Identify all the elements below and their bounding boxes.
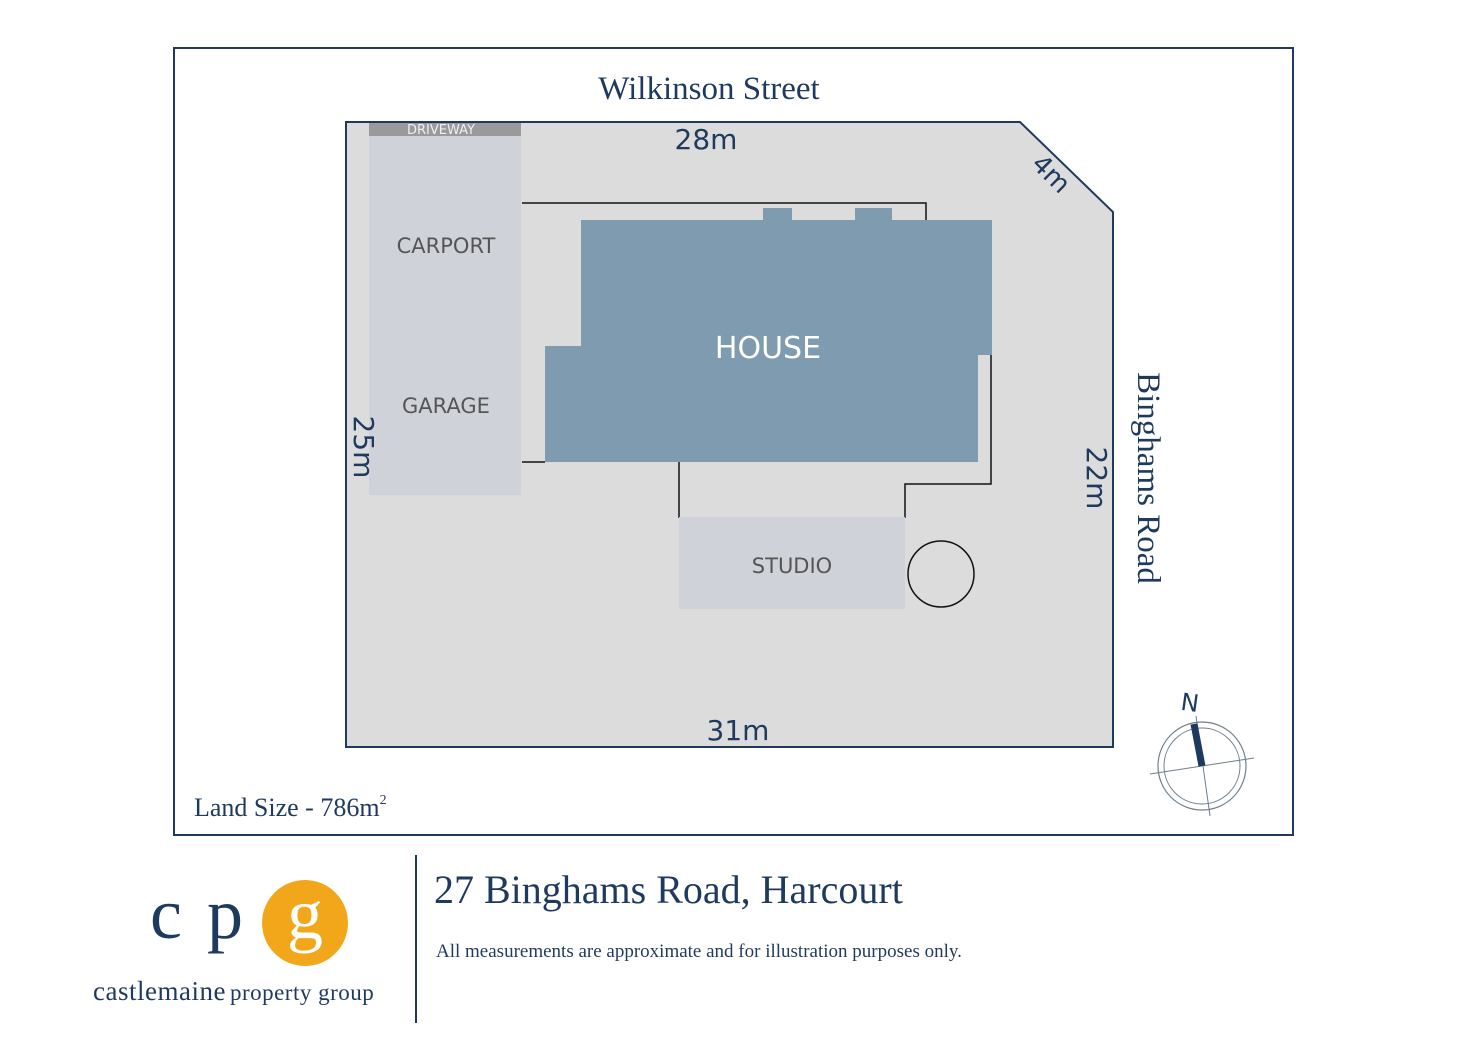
studio-label: STUDIO — [752, 554, 832, 578]
studio-footprint — [679, 517, 905, 609]
land-size-unit: 2 — [380, 793, 387, 808]
disclaimer-text: All measurements are approximate and for… — [436, 941, 962, 962]
property-address: 27 Binghams Road, Harcourt — [434, 867, 903, 912]
house-footprint — [545, 208, 992, 462]
dimension-top: 28m — [675, 123, 738, 156]
fence-line-top — [522, 202, 927, 220]
driveway-bar — [369, 123, 521, 136]
garage-label: GARAGE — [402, 394, 490, 418]
logo-tagline: property group — [229, 980, 375, 1005]
compass-icon: N — [1149, 688, 1255, 817]
dimension-right: 22m — [1080, 447, 1113, 510]
driveway-label: DRIVEWAY — [407, 123, 475, 138]
dimension-left: 25m — [347, 416, 380, 479]
company-logo: c p g castlemaine property group — [90, 870, 410, 1020]
water-tank — [907, 540, 975, 608]
logo-letter-g: g — [287, 874, 323, 954]
street-name-top: Wilkinson Street — [598, 71, 819, 107]
dimension-bottom: 31m — [707, 714, 770, 747]
logo-letter-c: c — [150, 874, 182, 954]
land-size-label: Land Size - 786m2 — [194, 793, 387, 822]
street-name-right: Binghams Road — [1130, 372, 1166, 584]
carport-garage-area — [369, 135, 521, 495]
logo-wordmark: castlemaine property group — [93, 976, 374, 1007]
footer-divider — [415, 855, 417, 1023]
house-label: HOUSE — [715, 331, 821, 366]
logo-letter-p: p — [207, 874, 243, 954]
land-size-text: Land Size - 786m — [194, 793, 380, 822]
compass-north-label: N — [1179, 688, 1201, 718]
logo-circle — [262, 880, 348, 966]
fence-line-right — [904, 355, 992, 518]
carport-label: CARPORT — [397, 234, 496, 258]
page-frame — [173, 47, 1294, 836]
logo-name: castlemaine — [93, 976, 226, 1006]
